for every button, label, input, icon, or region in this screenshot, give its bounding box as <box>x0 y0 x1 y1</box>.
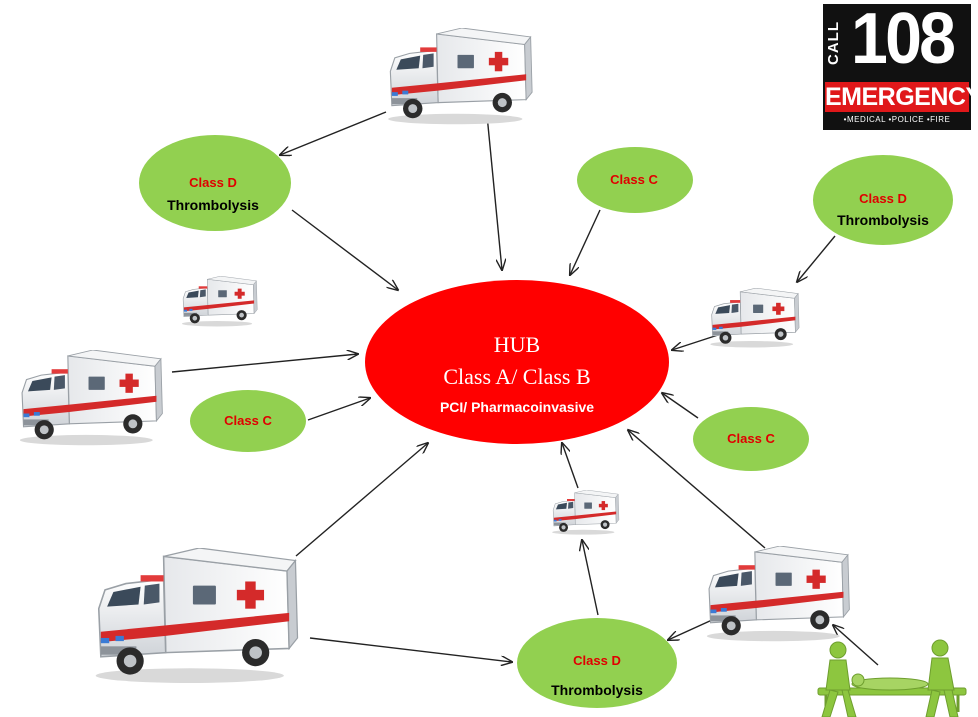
node-top-center: Class C <box>577 147 693 213</box>
logo-emergency-banner: EMERGENCY <box>825 82 978 112</box>
node-class-label: Class D <box>859 191 907 206</box>
ambulance-icon <box>181 276 258 327</box>
ambulance-icon <box>706 546 850 642</box>
hub-subtitle: Class A/ Class B <box>443 364 590 389</box>
node-detail-label: Thrombolysis <box>837 212 929 228</box>
logo-number: 108 <box>851 0 956 79</box>
ambulance-icon <box>709 288 800 348</box>
node-class-label: Class C <box>727 431 775 446</box>
node-detail-label: Thrombolysis <box>551 682 643 698</box>
arrow-left-ambulance-to-hub <box>171 354 358 373</box>
arrow-bottom-left-ambulance-to-hub <box>295 443 428 557</box>
node-class-label: Class C <box>224 413 272 428</box>
node-middle-left: Class C <box>190 390 306 452</box>
node-top-right: Class D Thrombolysis <box>813 155 953 245</box>
hub-caption: PCI/ Pharmacoinvasive <box>440 399 594 415</box>
arrow-top-ambulance-to-top-left-node <box>280 111 387 155</box>
node-top-left: Class D Thrombolysis <box>139 135 291 231</box>
arrows <box>171 111 879 666</box>
arrow-small-ambulance-to-hub <box>562 443 579 489</box>
node-bottom-center: Class D Thrombolysis <box>517 618 677 708</box>
arrow-right-node-to-ambulance <box>797 235 836 282</box>
ambulance-icon <box>551 490 620 535</box>
node-class-label: Class D <box>189 175 237 190</box>
arrow-bottom-right-ambulance-to-bottom-node <box>668 619 713 640</box>
logo-call-text: CALL <box>825 21 842 65</box>
arrow-right-lower-node-to-hub <box>662 393 699 419</box>
ambulance-icon <box>94 548 299 684</box>
hub-node: HUB Class A/ Class B PCI/ Pharmacoinvasi… <box>365 280 669 444</box>
ambulance-icon <box>387 28 533 125</box>
arrow-stretcher-to-ambulance <box>833 625 879 666</box>
arrow-left-node-to-hub <box>307 398 370 421</box>
node-class-label: Class D <box>573 653 621 668</box>
arrow-top-ambulance-to-hub <box>486 114 502 270</box>
node-detail-label: Thrombolysis <box>167 197 259 213</box>
arrow-bottom-node-to-small-ambulance <box>582 540 599 616</box>
arrow-right-ambulance-to-hub <box>672 334 719 350</box>
arrow-bottom-right-ambulance-to-hub <box>628 430 766 549</box>
node-middle-right: Class C <box>693 407 809 471</box>
hub-title: HUB <box>494 332 540 357</box>
stretcher-bearers-icon <box>817 639 967 717</box>
node-class-label: Class C <box>610 172 658 187</box>
logo-services-text: •MEDICAL •POLICE •FIRE <box>843 115 951 124</box>
arrow-bottom-left-ambulance-to-bottom-node <box>309 637 512 662</box>
arrow-top-center-node-to-hub <box>570 209 601 275</box>
arrow-top-left-node-to-hub <box>291 209 398 290</box>
call-108-logo: CALL 108 EMERGENCY •MEDICAL •POLICE •FIR… <box>823 0 978 130</box>
ambulance-icon <box>19 350 163 446</box>
